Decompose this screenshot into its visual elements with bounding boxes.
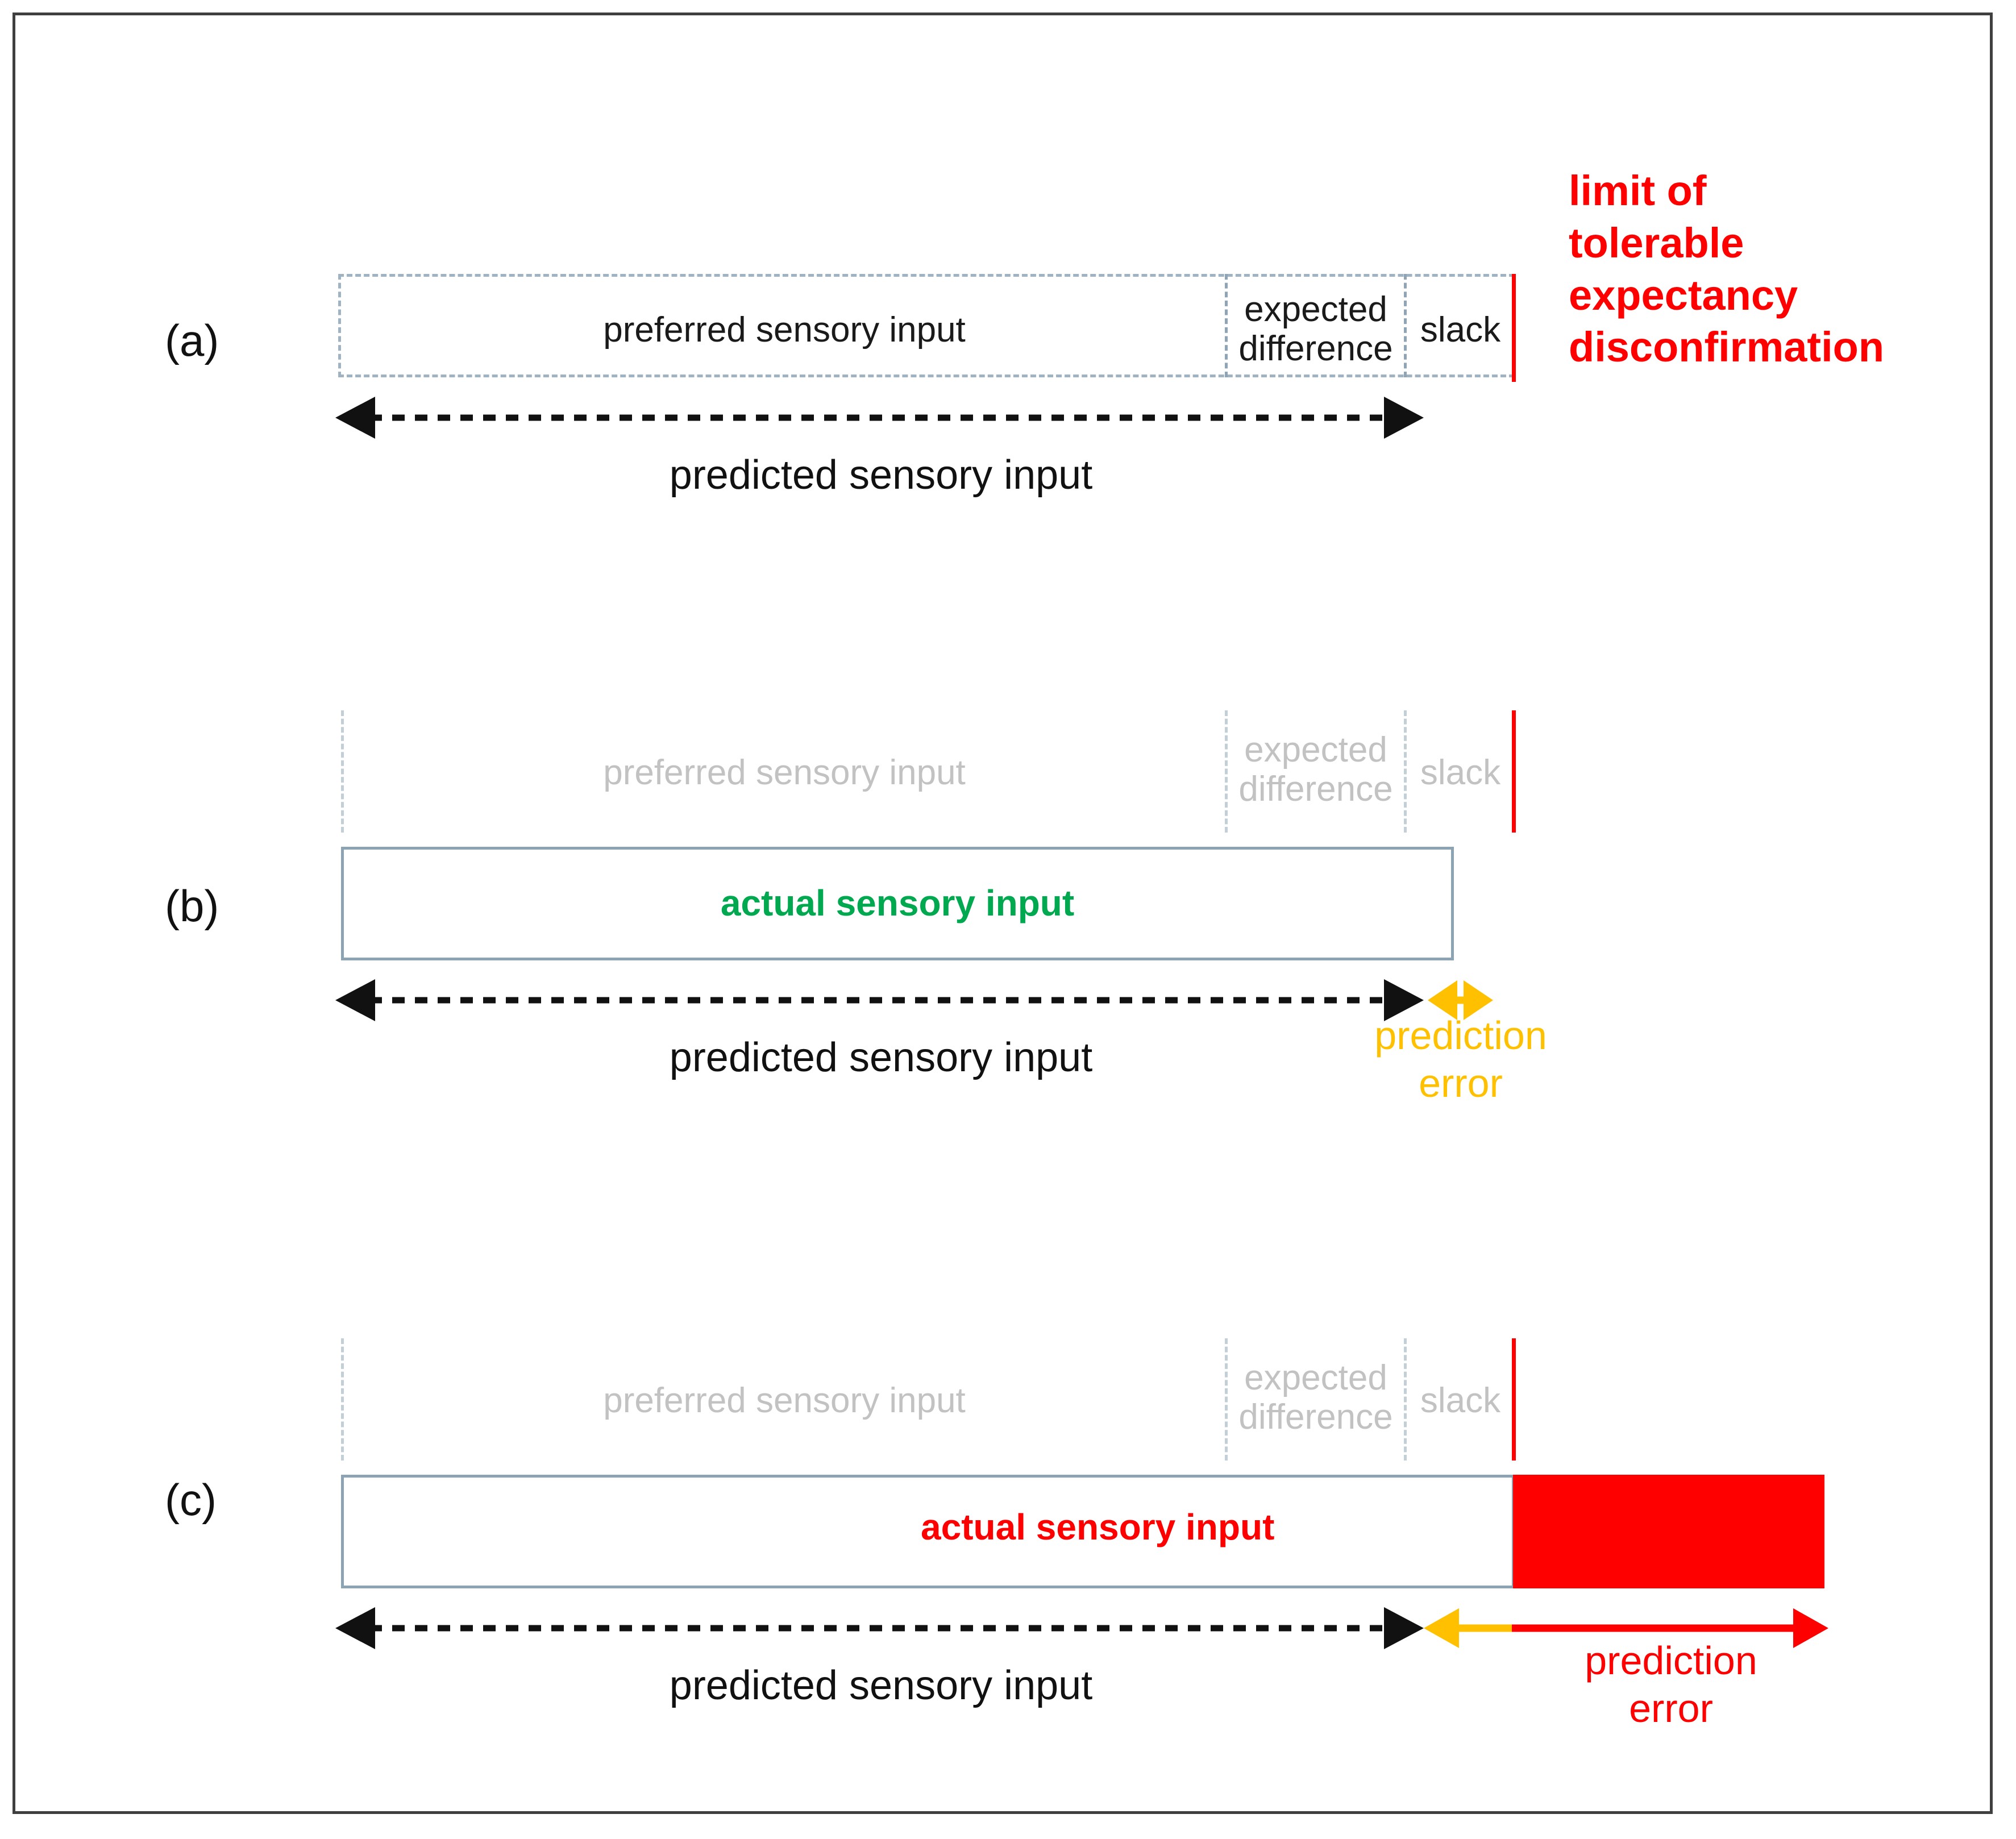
panel-b-prediction-error-caption: prediction error [1374,1013,1547,1105]
panel-b-limit-line [1512,710,1516,833]
panel-letter-c: (c) [165,1475,217,1525]
panel-letter-b: (b) [165,881,219,931]
panel-a-cell-preferred-label: preferred sensory input [603,310,966,350]
panel-b-ghost-divider-left [341,710,344,833]
panel-letter-a: (a) [165,315,219,365]
panel-c-ghost-divider-expected-difference-left [1225,1338,1228,1461]
panel-c-actual-input-label: actual sensory input [921,1507,1275,1547]
panel-c-actual-input-box [341,1475,1515,1588]
panel-a-divider-expected-difference-left [1225,274,1228,377]
panel-a-divider-slack-left [1404,274,1407,377]
panel-b-predicted-input-arrow [335,979,1424,1021]
panel-c-predicted-input-caption: predicted sensory input [669,1663,1093,1708]
panel-a-predicted-input-arrow [335,397,1424,439]
panel-a-cell-slack-label: slack [1420,310,1501,350]
panel-b-actual-input-box [341,847,1454,960]
panel-c-cell-slack-label: slack [1420,1381,1501,1420]
panel-a-limit-caption: limit of tolerable expectancy disconfirm… [1569,167,1885,371]
panel-c-limit-line [1512,1338,1516,1461]
panel-b-ghost-divider-expected-difference-left [1225,710,1228,833]
panel-c-predicted-input-arrow [335,1607,1424,1649]
panel-c-prediction-error-caption: prediction error [1585,1638,1757,1730]
panel-c-prediction-error-arrow [1424,1608,1828,1648]
panel-c-cell-preferred-label: preferred sensory input [603,1381,966,1420]
panel-b-predicted-input-caption: predicted sensory input [669,1035,1093,1080]
panel-b-cell-expected-difference-label: expected difference [1238,730,1393,809]
panel-b-cell-preferred-label: preferred sensory input [603,753,966,792]
panel-c-ghost-divider-left [341,1338,344,1461]
panel-a-predicted-input-caption: predicted sensory input [669,452,1093,498]
panel-b-prediction-error-arrow [1428,980,1493,1020]
panel-b-cell-slack-label: slack [1420,753,1501,792]
panel-a-limit-line [1512,274,1516,382]
panel-c-overflow-fill [1513,1475,1824,1588]
panel-a-cell-expected-difference-label: expected difference [1238,290,1393,369]
panel-b-ghost-divider-slack-left [1404,710,1407,833]
panel-c-cell-expected-difference-label: expected difference [1238,1358,1393,1437]
panel-b-actual-input-label: actual sensory input [720,883,1075,923]
panel-c-ghost-divider-slack-left [1404,1338,1407,1461]
